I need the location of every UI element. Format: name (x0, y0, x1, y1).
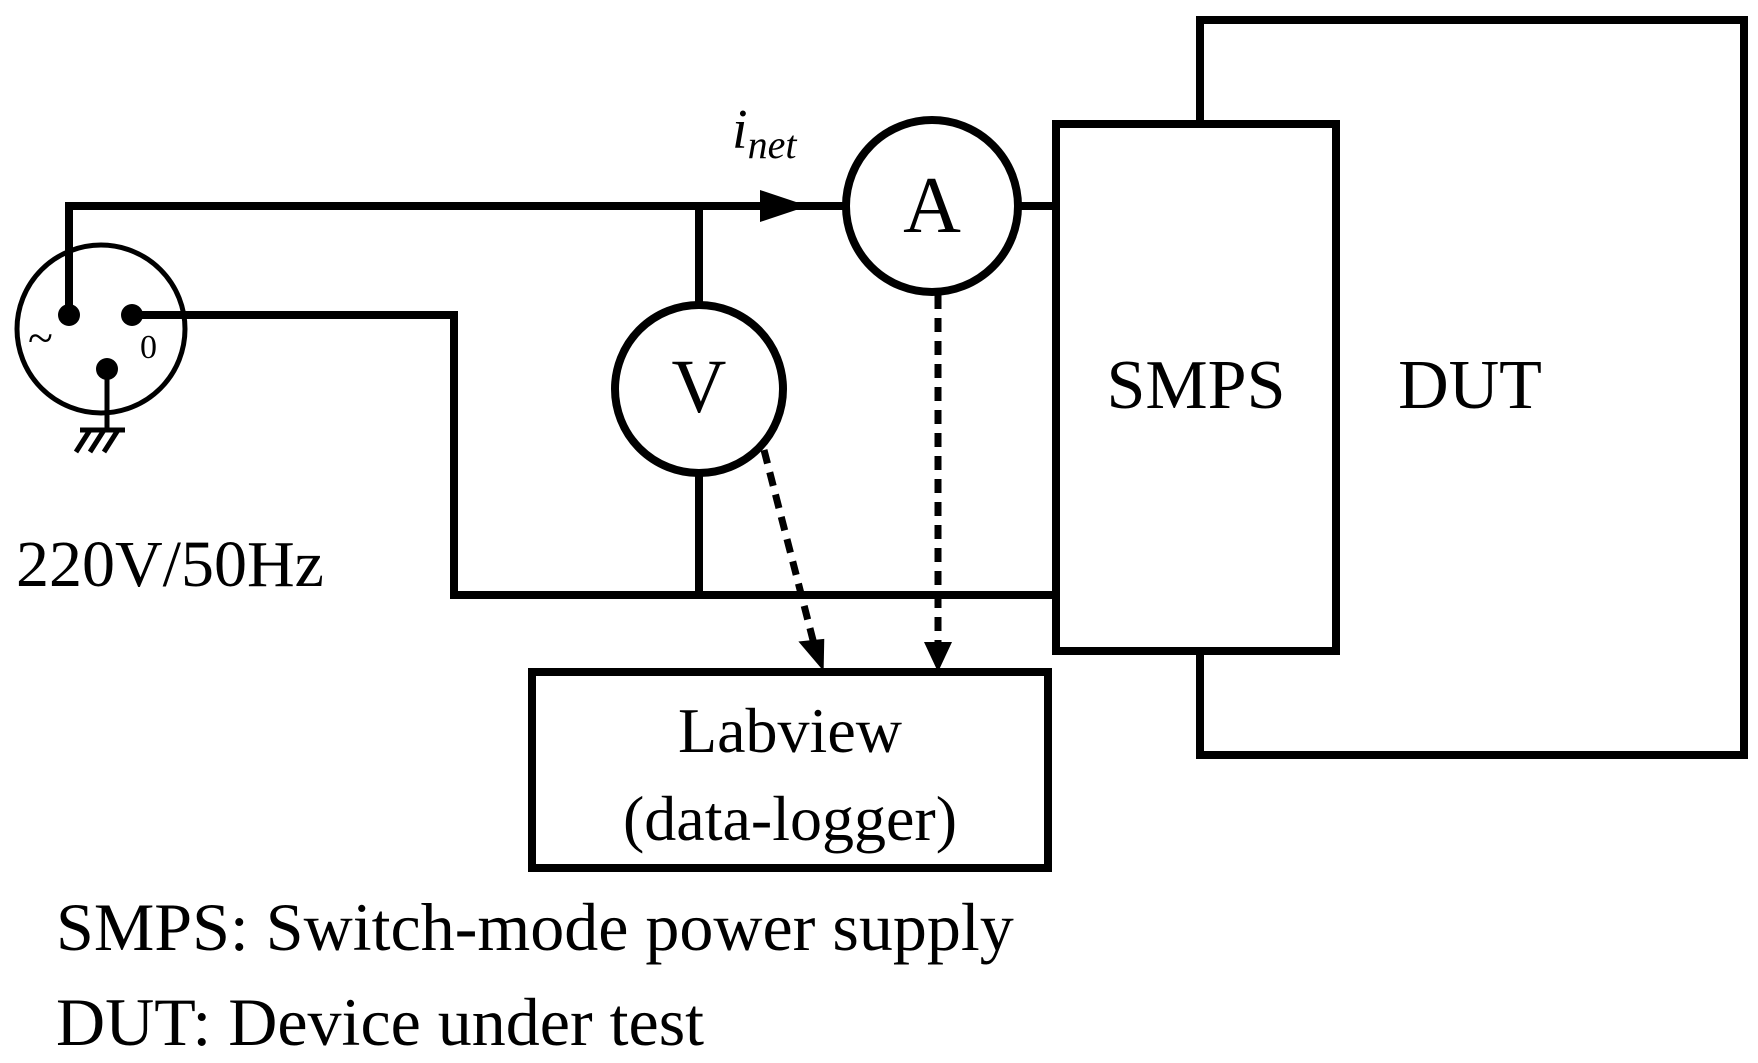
ammeter-symbol (842, 116, 1022, 296)
smps-block (1052, 120, 1340, 655)
smps-label: SMPS (1106, 347, 1285, 424)
source-tilde-label: ~ (28, 312, 53, 363)
legend-smps: SMPS: Switch-mode power supply (56, 889, 1014, 965)
ammeter-label: A (903, 162, 961, 250)
live-terminal (58, 304, 80, 326)
ground-icon (73, 369, 125, 454)
source-zero-label: 0 (140, 329, 157, 366)
supply-rating: 220V/50Hz (16, 528, 324, 601)
dut-label: DUT (1398, 347, 1542, 424)
logger-line1: Labview (678, 695, 902, 766)
neutral-wire (128, 311, 1060, 599)
voltmeter-label: V (672, 345, 727, 429)
logger-line2: (data-logger) (623, 783, 957, 854)
ac-source: ~ 0 (14, 242, 188, 454)
ammeter-signal-link (924, 295, 952, 672)
live-wire (65, 202, 1060, 314)
current-label: inet (732, 99, 797, 167)
legend-dut: DUT: Device under test (56, 984, 704, 1060)
voltmeter-signal-link (760, 449, 825, 672)
data-logger-block (528, 668, 1052, 872)
neutral-terminal (121, 304, 143, 326)
voltmeter-symbol (611, 301, 787, 477)
